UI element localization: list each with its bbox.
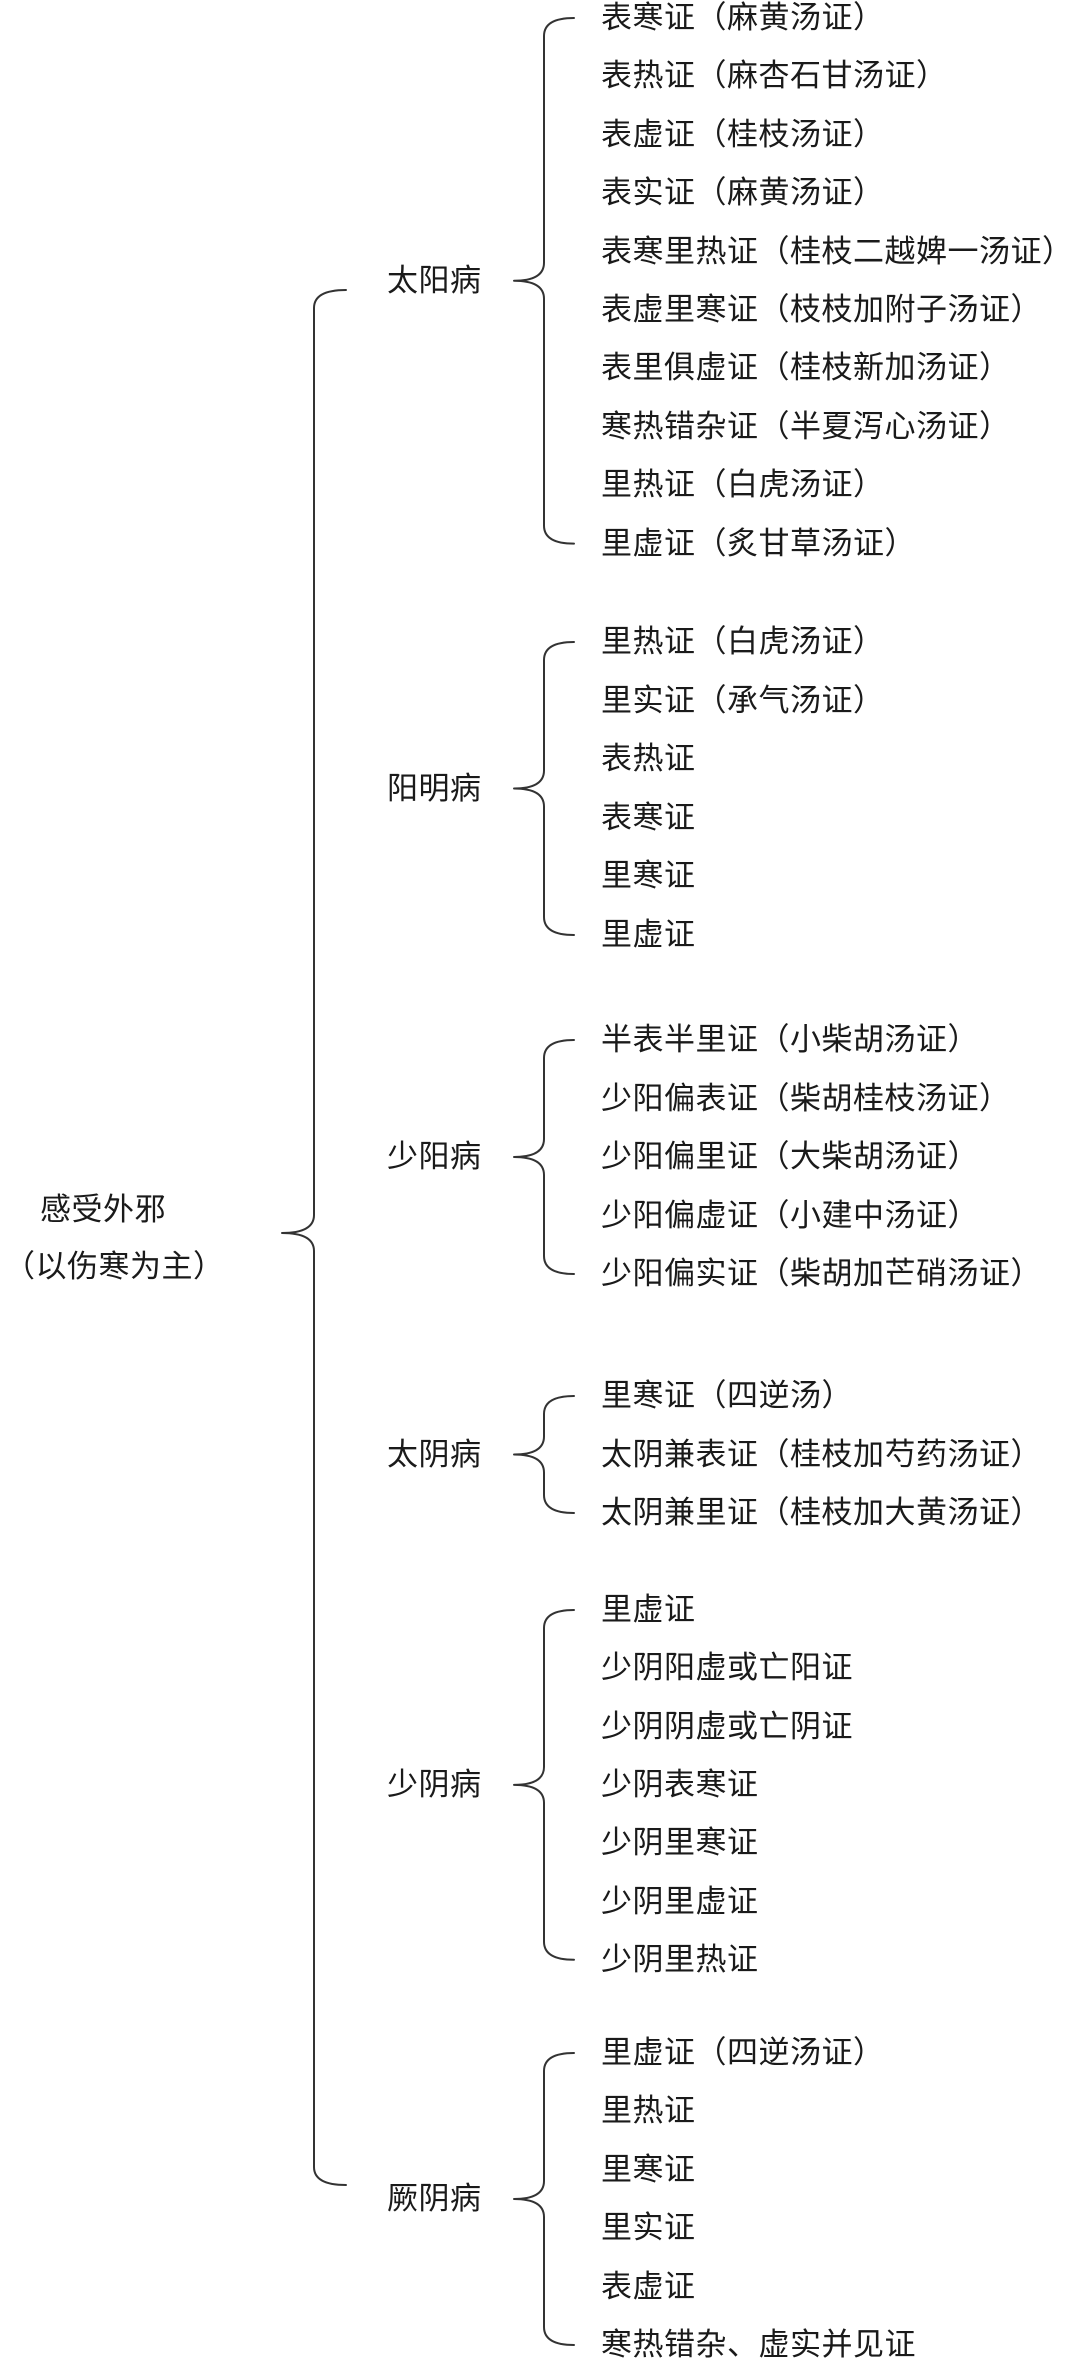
syndrome-label: 里虚证（炙甘草汤证） bbox=[601, 525, 916, 562]
root-label-line1: 感受外邪 bbox=[40, 1192, 166, 1228]
syndrome-label: 里寒证 bbox=[601, 2151, 696, 2188]
syndrome-label: 表实证（麻黄汤证） bbox=[601, 175, 885, 212]
syndrome-label: 少阳偏表证（柴胡桂枝汤证） bbox=[601, 1080, 1011, 1117]
disease-brace bbox=[513, 1395, 575, 1514]
syndrome-label: 少阴阴虚或亡阴证 bbox=[601, 1708, 853, 1745]
disease-label: 少阴病 bbox=[387, 1766, 482, 1803]
syndrome-label: 少阴阳虚或亡阳证 bbox=[601, 1650, 853, 1687]
syndrome-label: 少阳偏里证（大柴胡汤证） bbox=[601, 1139, 979, 1175]
syndrome-label: 里热证（白虎汤证） bbox=[601, 624, 885, 660]
syndrome-label: 少阳偏虚证（小建中汤证） bbox=[601, 1197, 979, 1234]
syndrome-label: 表寒证（麻黄汤证） bbox=[601, 0, 885, 36]
syndrome-label: 太阴兼表证（桂枝加芍药汤证） bbox=[601, 1436, 1042, 1473]
syndrome-label: 少阳偏实证（柴胡加芒硝汤证） bbox=[601, 1256, 1042, 1292]
root-label-line2: （以伤寒为主） bbox=[4, 1249, 225, 1285]
syndrome-label: 里热证（白虎汤证） bbox=[601, 467, 885, 504]
syndrome-label: 寒热错杂、虚实并见证 bbox=[601, 2327, 916, 2361]
syndrome-label: 寒热错杂证（半夏泻心汤证） bbox=[601, 408, 1011, 445]
disease-brace bbox=[513, 2052, 575, 2346]
disease-label: 太阳病 bbox=[387, 262, 482, 299]
disease-brace bbox=[513, 1039, 575, 1275]
syndrome-label: 里实证 bbox=[601, 2210, 696, 2247]
root-brace bbox=[281, 289, 347, 2186]
syndrome-label: 表热证（麻杏石甘汤证） bbox=[601, 58, 948, 95]
syndrome-label: 表虚证 bbox=[601, 2268, 696, 2305]
syndrome-label: 表寒证 bbox=[601, 799, 696, 836]
disease-brace bbox=[513, 641, 575, 936]
disease-label: 太阴病 bbox=[387, 1436, 482, 1473]
disease-label: 少阳病 bbox=[387, 1139, 482, 1175]
syndrome-label: 少阴里热证 bbox=[601, 1941, 759, 1978]
syndrome-label: 里寒证（四逆汤） bbox=[601, 1378, 853, 1414]
syndrome-label: 表虚证（桂枝汤证） bbox=[601, 116, 885, 153]
syndrome-label: 表虚里寒证（枝枝加附子汤证） bbox=[601, 292, 1042, 328]
syndrome-label: 少阴里寒证 bbox=[601, 1825, 759, 1862]
syndrome-label: 里寒证 bbox=[601, 858, 696, 895]
disease-brace bbox=[513, 1609, 575, 1961]
syndrome-label: 少阴表寒证 bbox=[601, 1766, 759, 1803]
syndrome-label: 里虚证（四逆汤证） bbox=[601, 2035, 885, 2071]
disease-label: 阳明病 bbox=[387, 770, 482, 807]
syndrome-label: 少阴里虚证 bbox=[601, 1883, 759, 1920]
disease-label: 厥阴病 bbox=[387, 2181, 482, 2217]
syndrome-label: 里虚证 bbox=[601, 1592, 696, 1628]
syndrome-label: 半表半里证（小柴胡汤证） bbox=[601, 1022, 979, 1058]
syndrome-label: 表里俱虚证（桂枝新加汤证） bbox=[601, 350, 1011, 387]
syndrome-label: 里虚证 bbox=[601, 917, 696, 953]
syndrome-label: 表热证 bbox=[601, 741, 696, 778]
syndrome-label: 表寒里热证（桂枝二越婢一汤证） bbox=[601, 233, 1074, 270]
syndrome-label: 里实证（承气汤证） bbox=[601, 682, 885, 719]
syndrome-label: 太阴兼里证（桂枝加大黄汤证） bbox=[601, 1495, 1042, 1531]
syndrome-label: 里热证 bbox=[601, 2093, 696, 2130]
disease-brace bbox=[513, 17, 575, 545]
